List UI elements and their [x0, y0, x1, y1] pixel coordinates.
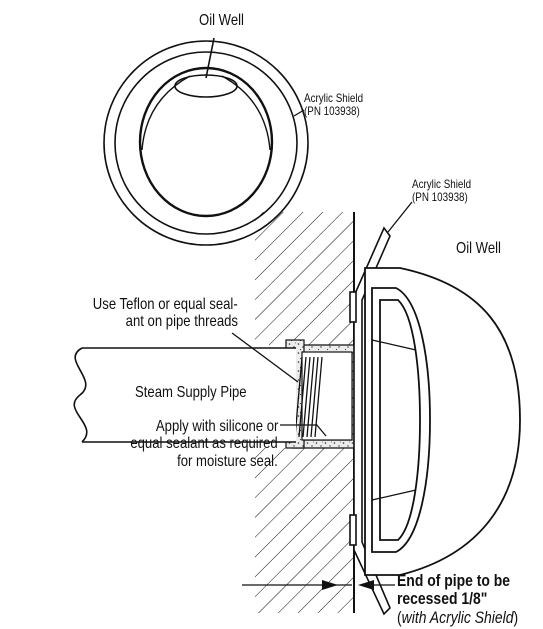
shield-top-line2: (PN 103938)	[304, 103, 360, 118]
oil-well-dome	[364, 267, 521, 576]
oil-well-cap	[174, 74, 238, 98]
recess-line1: End of pipe to be	[397, 571, 511, 590]
oil-well-facet-bottom	[371, 489, 417, 501]
oil-well-top-text: Oil Well	[199, 12, 244, 29]
shield-flange	[353, 226, 391, 616]
recess-arrow-right-icon	[358, 580, 374, 590]
shield-side-leader	[387, 201, 413, 233]
oil-well-right-highlight	[221, 75, 271, 151]
pipe-threads	[294, 356, 323, 438]
oil-well-side-label: Oil Well	[456, 240, 511, 257]
oil-well-inner-lip	[379, 299, 421, 541]
arrowheads	[322, 580, 374, 590]
shield-clip-upper	[349, 291, 357, 323]
oil-well-side-text: Oil Well	[456, 240, 501, 257]
recess-line3-close: )	[513, 607, 519, 627]
shield-side-line2: (PN 103938)	[412, 189, 468, 204]
wall-upper-hatch	[255, 212, 355, 345]
apply-leader	[315, 423, 327, 437]
oil-well-inner-cup	[371, 287, 431, 553]
oil-well-body	[138, 66, 274, 218]
teflon-line2: ant on pipe threads	[125, 313, 238, 331]
acrylic-shield-inner-ring	[114, 51, 298, 235]
sealant-fitting	[285, 339, 355, 449]
recess-note: End of pipe to be recessed 1/8" (with Ac…	[397, 571, 543, 627]
teflon-line1: Use Teflon or equal seal-	[93, 296, 238, 313]
pipe-break-end	[73, 347, 88, 443]
apply-line2: equal sealant as required	[130, 435, 278, 453]
recess-arrow-left-icon	[322, 580, 338, 590]
teflon-note: Use Teflon or equal seal- ant on pipe th…	[61, 296, 238, 331]
shield-side-label: Acrylic Shield (PN 103938)	[412, 178, 484, 204]
apply-line3: for moisture seal.	[177, 452, 278, 470]
wall-lower-hatch	[255, 448, 355, 613]
recess-line2: recessed 1/8"	[397, 589, 488, 609]
steam-supply-pipe-label: Steam Supply Pipe	[135, 384, 271, 401]
teflon-leader	[231, 332, 299, 383]
shield-side-line1: Acrylic Shield	[412, 177, 472, 191]
apply-line1: Apply with silicone or	[155, 418, 278, 435]
top-view	[103, 37, 309, 246]
oil-well-left-highlight	[141, 75, 191, 151]
oil-well-top-leader	[205, 37, 215, 79]
recess-line3-italic: with Acrylic Shield	[401, 607, 514, 627]
acrylic-shield-side	[349, 226, 391, 616]
oil-well-facet-top	[371, 339, 417, 351]
oil-well-side-shape	[364, 267, 521, 576]
acrylic-shield-outer-ring	[103, 40, 309, 246]
shield-top-leader	[293, 109, 305, 117]
shield-clip-lower	[349, 514, 357, 546]
shield-top-line1: Acrylic Shield	[304, 91, 364, 105]
steam-supply-pipe-text: Steam Supply Pipe	[135, 384, 247, 401]
apply-sealant-note: Apply with silicone or equal sealant as …	[98, 418, 278, 470]
shield-top-label: Acrylic Shield (PN 103938)	[304, 92, 376, 118]
oil-well-top-label: Oil Well	[199, 12, 254, 29]
recess-line3: (with Acrylic Shield)	[397, 607, 519, 627]
recess-line3-open: (	[397, 607, 402, 627]
steam-supply-pipe-shape	[73, 347, 296, 443]
